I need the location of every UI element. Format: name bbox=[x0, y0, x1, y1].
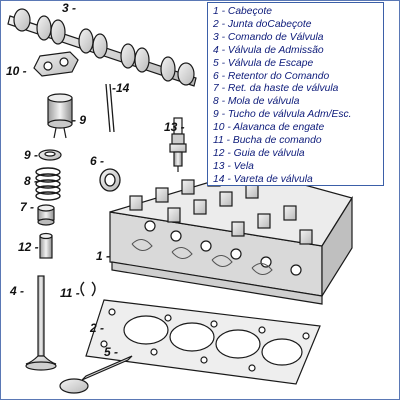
legend-item: 11 - Bucha de comando bbox=[213, 135, 322, 147]
intake-valve-drawing bbox=[25, 275, 57, 371]
stem-seal-drawing bbox=[37, 204, 55, 226]
legend-item: 8 - Mola de válvula bbox=[213, 96, 300, 108]
tappet-drawing bbox=[47, 93, 73, 139]
camshaft-drawing bbox=[7, 8, 197, 87]
callout-8: 8 - bbox=[24, 174, 38, 188]
spring-drawing bbox=[35, 167, 61, 201]
callout-1: 1 - bbox=[96, 249, 110, 263]
legend-item: 13 - Vela bbox=[213, 160, 254, 172]
callout-7: 7 - bbox=[20, 200, 34, 214]
callout-5: 5 - bbox=[104, 345, 118, 359]
legend-item: 6 - Retentor do Comando bbox=[213, 70, 330, 82]
callout-3: 3 - bbox=[62, 1, 76, 15]
legend-item: 5 - Válvula de Escape bbox=[213, 57, 314, 69]
lever-drawing bbox=[33, 51, 79, 77]
legend-item: 9 - Tucho de válvula Adm/Esc. bbox=[213, 109, 352, 121]
legend-item: 7 - Ret. da haste de válvula bbox=[213, 83, 339, 95]
callout-4: 4 - bbox=[9, 284, 24, 298]
legend-item: 10 - Alavanca de engate bbox=[213, 122, 325, 134]
legend-item: 12 - Guia de válvula bbox=[213, 147, 305, 159]
callout-9-tappet: - 9 bbox=[72, 113, 86, 127]
valve-cap-drawing bbox=[38, 149, 62, 161]
callout-9-cap: 9 - bbox=[24, 148, 38, 162]
legend-item: 4 - Válvula de Admissão bbox=[213, 44, 324, 56]
valve-guide-drawing bbox=[39, 232, 53, 259]
callout-6: 6 - bbox=[90, 154, 104, 168]
callout-11: 11 - bbox=[60, 286, 80, 300]
head-gasket-drawing bbox=[85, 299, 321, 385]
spark-plug-drawing bbox=[169, 117, 187, 172]
collet-drawing bbox=[80, 281, 96, 297]
push-rod-drawing bbox=[105, 83, 115, 133]
legend-item: 1 - Cabeçote bbox=[213, 6, 272, 17]
callout-13: 13 - bbox=[164, 120, 185, 134]
cam-seal-drawing bbox=[99, 168, 121, 192]
callout-14: -14 bbox=[112, 81, 130, 95]
callout-12: 12 - bbox=[18, 240, 39, 254]
cylinder-head-drawing bbox=[109, 169, 353, 305]
legend-item: 14 - Vareta de válvula bbox=[213, 173, 313, 185]
callout-2: 2 - bbox=[89, 321, 104, 335]
exhaust-valve-drawing bbox=[59, 355, 133, 394]
callout-10: 10 - bbox=[6, 64, 27, 78]
legend-item: 2 - Junta doCabeçote bbox=[213, 18, 312, 30]
legend-item: 3 - Comando de Válvula bbox=[213, 31, 324, 43]
parts-legend: 1 - Cabeçote 2 - Junta doCabeçote 3 - Co… bbox=[207, 2, 384, 186]
